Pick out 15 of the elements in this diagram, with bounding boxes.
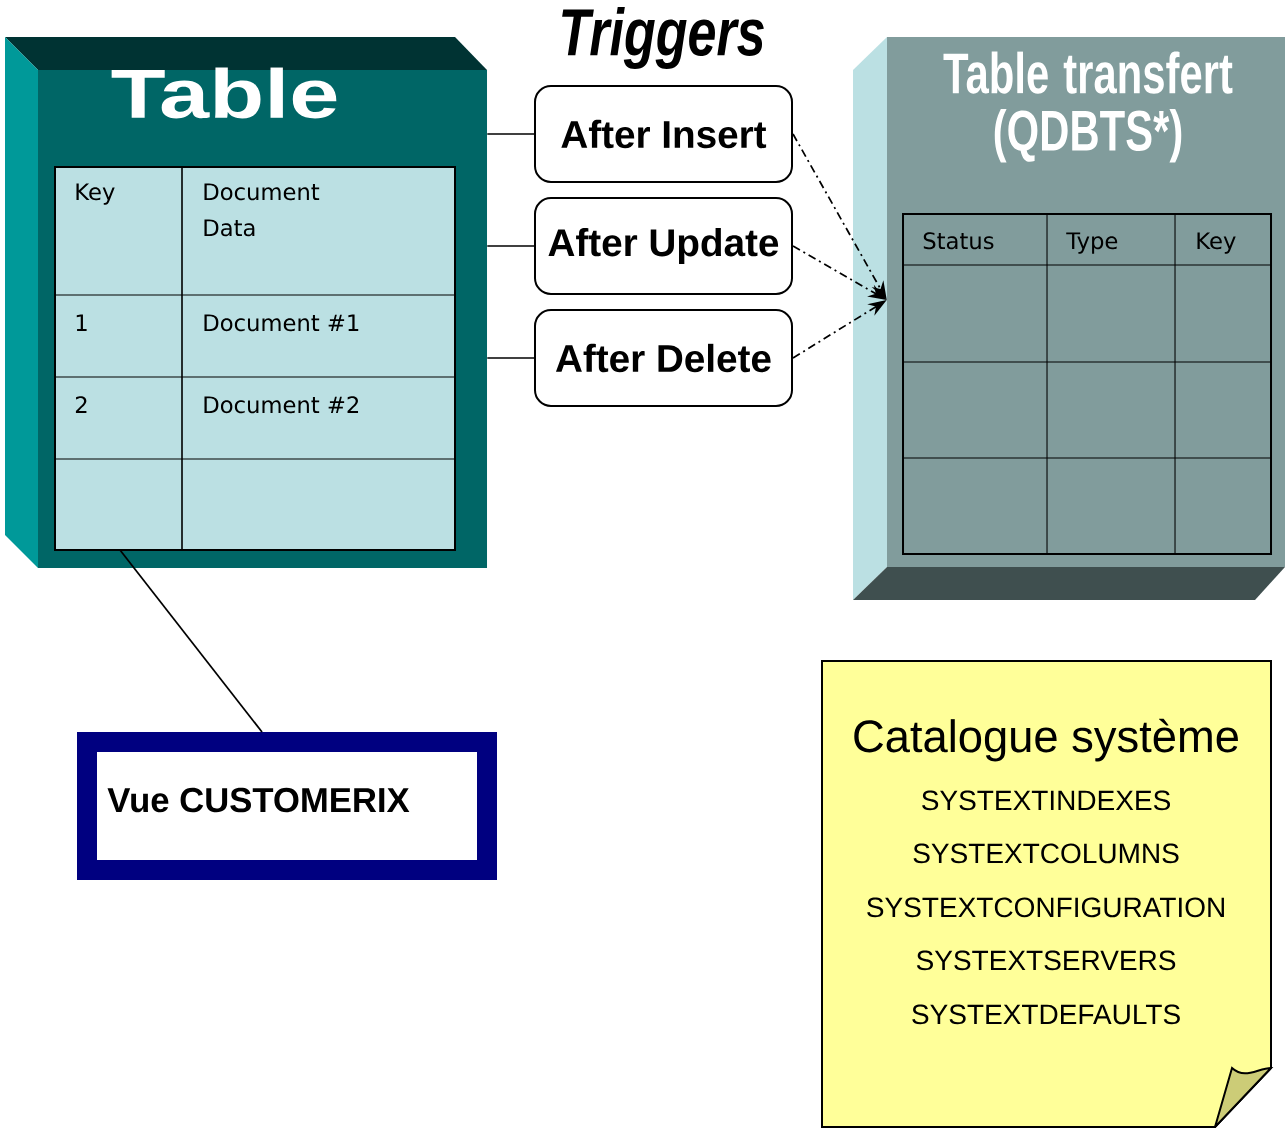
trigger-box: After Insert [534, 85, 793, 183]
trigger-box: After Update [534, 197, 793, 295]
trigger-box: After Delete [534, 309, 793, 407]
view-box: Vue CUSTOMERIX [77, 732, 497, 880]
connector-line [119, 549, 263, 733]
note-heading: Catalogue système [854, 718, 1238, 762]
connector-line [486, 133, 535, 135]
diagram-title: Triggers [562, 6, 764, 70]
note-line: SYSTEXTDEFAULTS [912, 1004, 1180, 1025]
note-line: SYSTEXTSERVERS [916, 950, 1176, 971]
note-line: SYSTEXTINDEXES [922, 790, 1170, 811]
connector-line [486, 245, 535, 247]
note-line: SYSTEXTCONFIGURATION [867, 897, 1224, 918]
note-line: SYSTEXTCOLUMNS [913, 843, 1179, 864]
connector-line [486, 357, 535, 359]
